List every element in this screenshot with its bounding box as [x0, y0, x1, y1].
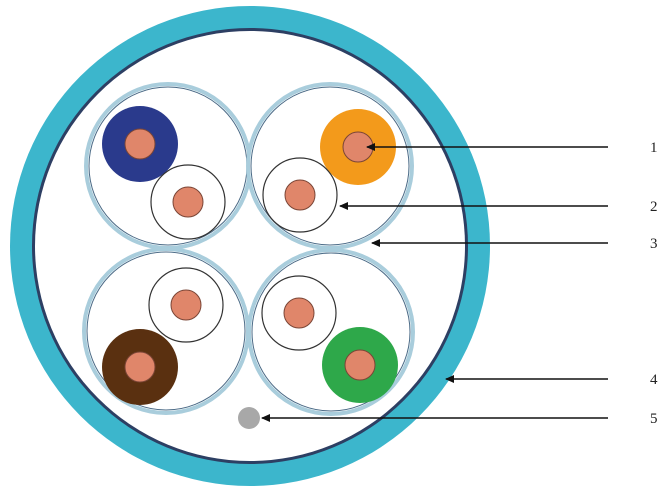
conductor-white-top-left	[172, 186, 204, 218]
conductor-white-bottom-left	[170, 289, 202, 321]
conductor-white-top-right	[284, 179, 316, 211]
callout-label-3: 3	[650, 236, 658, 252]
callout-label-2: 2	[650, 199, 658, 215]
drain-wire	[238, 407, 260, 429]
conductor-brown	[124, 351, 156, 383]
callout-label-5: 5	[650, 411, 658, 427]
conductor-green	[344, 349, 376, 381]
callout-label-4: 4	[650, 372, 658, 388]
pair-shield-bottom-left-inner	[86, 251, 246, 411]
callout-label-1: 1	[650, 140, 658, 156]
conductor-white-bottom-right	[283, 297, 315, 329]
cable-core-fill	[35, 31, 465, 461]
pair-shield-top-right-inner	[250, 86, 410, 246]
pair-shield-bottom-right-inner	[251, 252, 411, 412]
conductor-blue	[124, 128, 156, 160]
